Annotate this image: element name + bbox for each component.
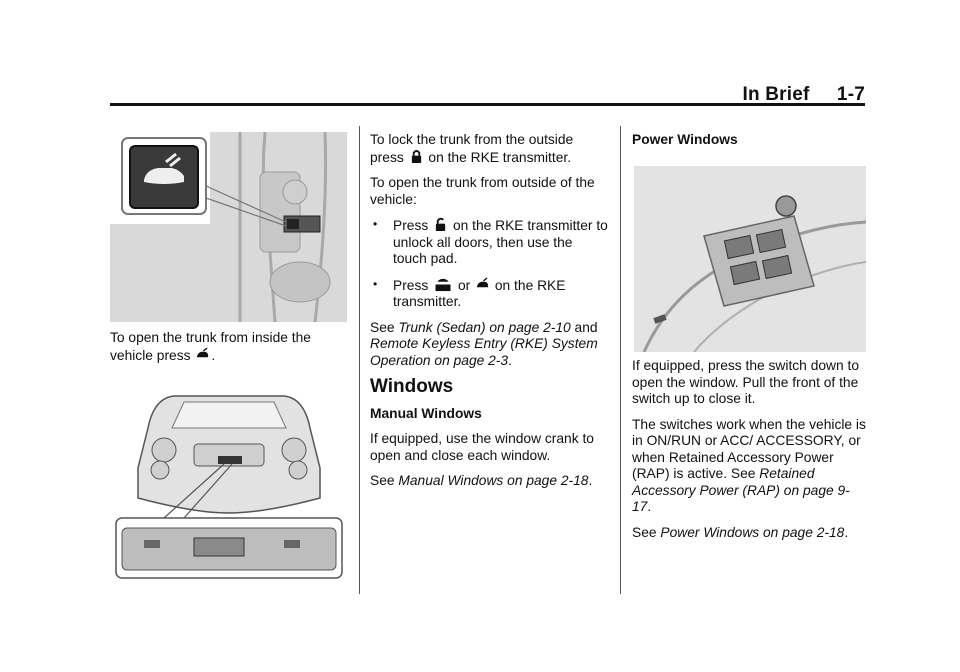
rke-system-link[interactable]: Remote Keyless Entry (RKE) System Operat… bbox=[370, 336, 598, 368]
power-window-switch-illustration bbox=[634, 166, 866, 352]
text: on the RKE transmitter. bbox=[393, 277, 566, 310]
text: See bbox=[632, 524, 661, 540]
lock-icon bbox=[411, 149, 421, 163]
text: Press bbox=[393, 277, 433, 293]
remote-trunk-hold-icon bbox=[435, 278, 451, 291]
text: . bbox=[508, 352, 512, 368]
power-windows-text: If equipped, press the switch down to op… bbox=[632, 358, 860, 406]
column-divider bbox=[359, 126, 360, 594]
column-1: To open the trunk from inside the vehicl… bbox=[110, 330, 350, 373]
unlock-icon bbox=[435, 217, 446, 231]
header-rule bbox=[110, 103, 865, 106]
section-title: Windows bbox=[370, 376, 454, 397]
manual-windows-text: If equipped, use the window crank to ope… bbox=[370, 431, 594, 463]
manual-windows-see: See Manual Windows on page 2-18. bbox=[370, 473, 610, 490]
text: See bbox=[370, 319, 399, 335]
trunk-release-switch-illustration bbox=[110, 132, 347, 322]
text: To lock the trunk from the outside press bbox=[370, 132, 574, 165]
trunk-release-icon bbox=[197, 346, 209, 357]
power-windows-see: See Power Windows on page 2-18. bbox=[632, 525, 867, 542]
column-divider bbox=[620, 126, 621, 594]
power-windows-switch-conditions: The switches work when the vehicle is in… bbox=[632, 417, 867, 516]
bullet-item: • Press on the RKE transmitter to unlock… bbox=[370, 217, 610, 268]
column-3: Power Windows bbox=[632, 132, 867, 158]
trunk-sedan-link[interactable]: Trunk (Sedan) on page 2-10 bbox=[398, 319, 571, 335]
text: on the RKE transmitter. bbox=[424, 149, 572, 165]
text: and bbox=[570, 319, 598, 335]
see-references: See Trunk (Sedan) on page 2-10 and Remot… bbox=[370, 320, 610, 370]
page-header: In Brief 1-7 bbox=[110, 84, 865, 106]
trunk-open-outside-intro: To open the trunk from outside of the ve… bbox=[370, 175, 595, 207]
text: . bbox=[647, 499, 652, 514]
caption-suffix: . bbox=[211, 347, 216, 363]
power-windows-link[interactable]: Power Windows on page 2-18 bbox=[660, 524, 845, 540]
bullet-dot: • bbox=[373, 276, 378, 291]
text: See bbox=[370, 473, 399, 488]
bullet-dot: • bbox=[373, 217, 378, 231]
text: Press bbox=[393, 218, 433, 233]
text: . bbox=[844, 524, 849, 540]
column-3-body: If equipped, press the switch down to op… bbox=[632, 358, 867, 550]
trunk-release-icon bbox=[476, 276, 489, 287]
bullet-item: • Press or on the RKE transmitter. bbox=[370, 277, 610, 311]
manual-windows-link[interactable]: Manual Windows on page 2-18 bbox=[398, 473, 589, 488]
sedan-rear-touchpad-illustration bbox=[115, 395, 343, 579]
text: on the RKE transmitter to unlock all doo… bbox=[393, 218, 608, 266]
trunk-lock-outside-text: To lock the trunk from the outside press… bbox=[370, 132, 610, 166]
text: The switches work when the vehicle is in… bbox=[632, 416, 866, 482]
column-2: To lock the trunk from the outside press… bbox=[370, 132, 610, 499]
trunk-inside-caption: To open the trunk from inside the vehicl… bbox=[110, 330, 350, 364]
caption-text: To open the trunk from inside the vehicl… bbox=[110, 330, 311, 363]
text: . bbox=[588, 473, 593, 488]
rap-link[interactable]: Retained Accessory Power (RAP) on page 9… bbox=[632, 466, 850, 514]
page-header-title: In Brief 1-7 bbox=[742, 84, 865, 105]
subheading: Manual Windows bbox=[370, 405, 482, 421]
subheading: Power Windows bbox=[632, 132, 738, 147]
text: or bbox=[454, 277, 475, 293]
